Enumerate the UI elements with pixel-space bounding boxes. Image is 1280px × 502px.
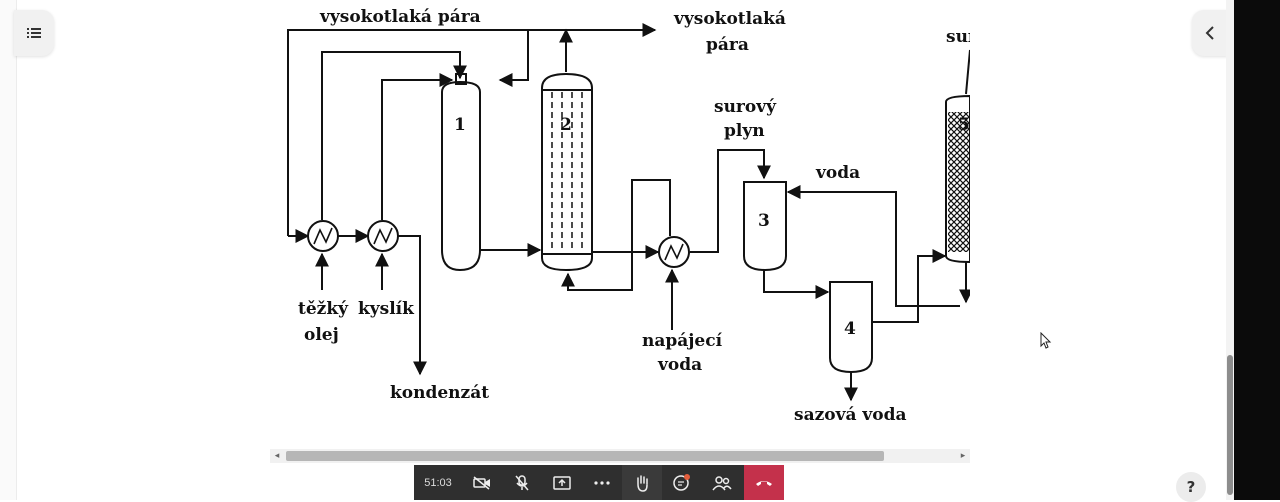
people-icon: [712, 475, 732, 490]
raise-hand-button[interactable]: [622, 465, 662, 500]
unit-1-label: 1: [454, 115, 466, 135]
chevron-left-icon: [1205, 26, 1214, 40]
unit-5-label: 5: [958, 115, 970, 135]
label-water: voda: [815, 163, 860, 183]
label-raw-gas-2: plyn: [724, 121, 765, 141]
table-of-contents-button[interactable]: [14, 10, 54, 56]
label-heavy-oil-1: těžký: [298, 299, 349, 319]
label-heavy-oil-2: olej: [304, 325, 339, 345]
more-icon: [594, 480, 610, 485]
label-cut: sur: [946, 27, 970, 47]
share-screen-button[interactable]: [542, 465, 582, 500]
video-off-icon: [473, 475, 490, 490]
process-flow-svg: vysokotlaká pára vysokotlaká pára surový…: [287, 7, 970, 425]
unit-4-label: 4: [844, 319, 856, 339]
meeting-timer: 51:03: [424, 476, 452, 489]
hang-up-icon: [756, 480, 772, 486]
list-icon: [27, 28, 41, 38]
label-soot-water: sazová voda: [794, 405, 907, 425]
process-diagram: vysokotlaká pára vysokotlaká pára surový…: [270, 0, 970, 440]
horizontal-scrollbar[interactable]: ◂ ▸: [270, 449, 970, 463]
meeting-toolbar: 51:03: [414, 465, 784, 500]
vertical-scrollbar[interactable]: [1226, 0, 1234, 500]
share-icon: [553, 475, 571, 490]
leave-call-button[interactable]: [744, 465, 784, 500]
raise-hand-icon: [637, 474, 648, 492]
mouse-cursor-icon: [1040, 332, 1052, 349]
label-steam-out-1: vysokotlaká: [673, 9, 786, 29]
label-feed-water-2: voda: [657, 355, 702, 375]
unit-3-label: 3: [758, 211, 770, 231]
scroll-left-icon[interactable]: ◂: [274, 451, 280, 461]
mic-toggle-button[interactable]: [502, 465, 542, 500]
collapse-panel-button[interactable]: [1192, 10, 1228, 56]
right-edge: [1234, 0, 1280, 500]
label-steam-top: vysokotlaká pára: [319, 7, 481, 27]
more-options-button[interactable]: [582, 465, 622, 500]
scrollbar-thumb[interactable]: [286, 451, 884, 461]
participants-button[interactable]: [702, 465, 742, 500]
mic-off-icon: [515, 474, 529, 490]
scroll-right-icon[interactable]: ▸: [960, 451, 966, 461]
label-steam-out-2: pára: [706, 35, 749, 55]
label-condensate: kondenzát: [390, 383, 489, 403]
chat-button[interactable]: [662, 465, 702, 500]
left-edge: [0, 0, 17, 500]
label-raw-gas-1: surový: [714, 97, 777, 117]
camera-toggle-button[interactable]: [462, 465, 502, 500]
label-feed-water-1: napájecí: [642, 331, 723, 351]
help-button[interactable]: ?: [1176, 472, 1206, 502]
label-oxygen: kyslík: [358, 299, 415, 319]
unit-2-label: 2: [560, 115, 572, 135]
vertical-scrollbar-thumb[interactable]: [1227, 355, 1233, 495]
chat-icon: [673, 473, 690, 491]
